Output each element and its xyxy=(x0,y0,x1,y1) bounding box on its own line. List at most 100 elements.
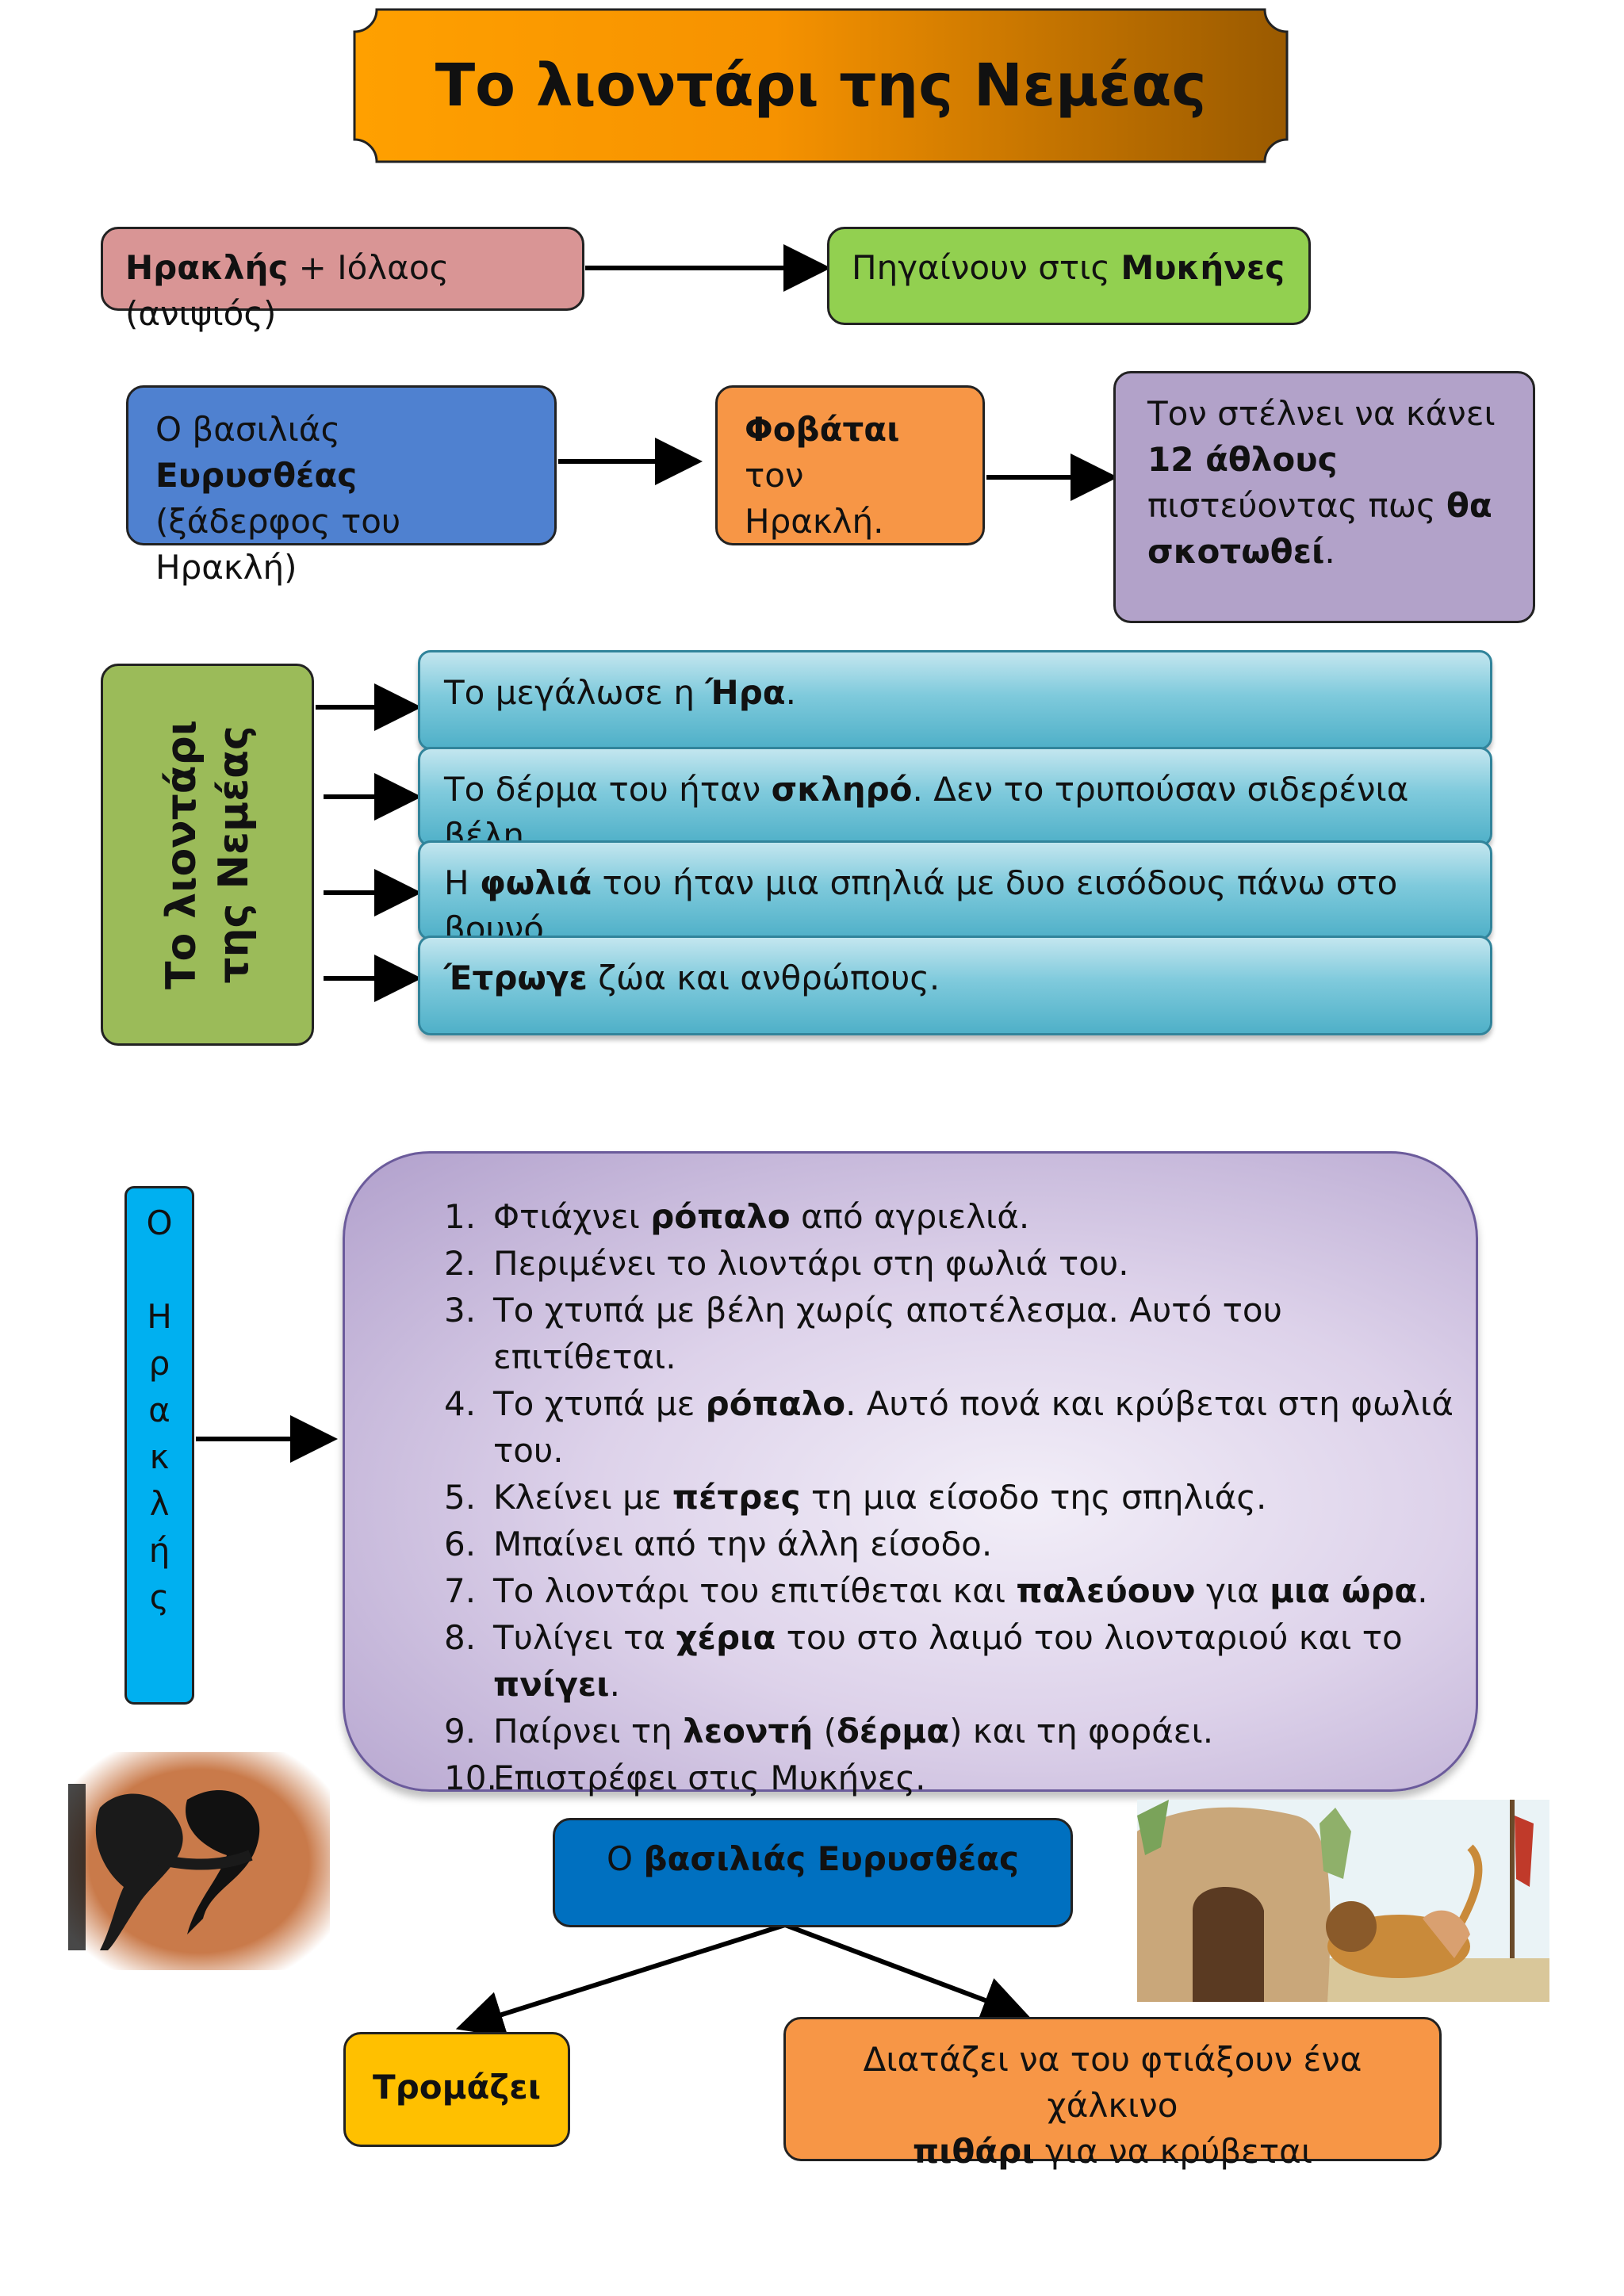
list-item: 9. Παίρνει τη λεοντή (δέρμα) και τη φοράε… xyxy=(444,1708,1459,1755)
heracles-letter: ς xyxy=(149,1578,170,1617)
jar-rest: για να κρύβεται xyxy=(1034,2132,1313,2171)
step-number: 5. xyxy=(444,1478,477,1517)
jar-box: Διατάζει να του φτιάξουν ένα χάλκινο πιθ… xyxy=(783,2017,1442,2171)
labours-count: 12 άθλους xyxy=(1147,440,1338,479)
eurystheus-box: Ο βασιλιάς Ευρυσθέας (ξάδερφος του Ηρακλ… xyxy=(126,385,557,587)
labours-bold-killed: σκοτωθεί xyxy=(1147,532,1325,571)
step-text: του στο λαιμό του λιονταριού και το xyxy=(776,1618,1403,1657)
king-prefix: Ο βασιλιάς xyxy=(155,410,341,449)
mycenae-box: Πηγαίνουν στις Μυκήνες xyxy=(827,227,1311,325)
step-bold: ρόπαλο xyxy=(705,1384,846,1423)
step-bold: δέρμα xyxy=(837,1712,950,1751)
lion-fact-2: Το δέρμα του ήταν σκληρό. Δεν το τρυπούσ… xyxy=(418,747,1492,855)
step-text: . xyxy=(1417,1571,1428,1610)
step-number: 3. xyxy=(444,1291,477,1330)
heracles-letter: α xyxy=(148,1391,170,1429)
title-banner: Το λιοντάρι της Νεμέας xyxy=(353,8,1289,163)
lion-fact-1: Το μεγάλωσε η Ήρα. xyxy=(418,650,1492,750)
heracles-letter: λ xyxy=(149,1484,170,1523)
step-text: Το λιοντάρι του επιτίθεται και xyxy=(493,1571,1017,1610)
step-bold: ρόπαλο xyxy=(650,1197,791,1236)
list-item: 4. Το χτυπά με ρόπαλο. Αυτό πονά και κρύβ… xyxy=(444,1380,1459,1474)
lion-fact-4-bold: Έτρωγε xyxy=(444,959,588,997)
steps-box xyxy=(343,1151,1478,1792)
step-text: τη μια είσοδο της σπηλιάς. xyxy=(800,1478,1267,1517)
mycenae-text: Πηγαίνουν στις xyxy=(852,248,1121,287)
step-text: ( xyxy=(813,1712,837,1751)
heracles-companion: + Ιόλαος (ανιψιός) xyxy=(125,248,450,333)
labours-bold-tha: θα xyxy=(1446,486,1492,525)
step-bold: πνίγει xyxy=(493,1665,610,1704)
lion-fact-1-end: . xyxy=(785,673,796,712)
lion-label-line2: της Νεμέας xyxy=(209,725,258,984)
fear-rest1: τον xyxy=(745,456,804,495)
heracles-vertical-box: Ο Η ρ α κ λ ή ς xyxy=(124,1186,194,1705)
heracles-vertical-letters: Ο Η ρ α κ λ ή ς xyxy=(127,1200,192,1621)
heracles-letter: ή xyxy=(148,1531,170,1570)
step-number: 9. xyxy=(444,1712,477,1751)
lion-label: Το λιοντάρι της Νεμέας xyxy=(155,720,260,989)
step-bold: χέρια xyxy=(676,1618,776,1657)
lion-fact-3-bold: φωλιά xyxy=(479,863,592,902)
step-text: ) και τη φοράει. xyxy=(949,1712,1214,1751)
step-bold: παλεύουν xyxy=(1016,1571,1196,1610)
lion-fact-1-bold: Ήρα xyxy=(705,673,786,712)
lion-fact-3: Η φωλιά του ήταν μια σπηλιά με δυο εισόδ… xyxy=(418,840,1492,948)
bottom-king-box: Ο βασιλιάς Ευρυσθέας xyxy=(553,1818,1073,1927)
lion-fact-2-bold: σκληρό xyxy=(771,770,913,809)
step-bold: λεοντή xyxy=(683,1712,814,1751)
step-text: Το χτυπά με βέλη χωρίς αποτέλεσμα. Αυτό … xyxy=(493,1291,1282,1376)
list-item: 10.Επιστρέφει στις Μυκήνες. xyxy=(444,1755,1459,1801)
list-item: 7.Το λιοντάρι του επιτίθεται και παλεύου… xyxy=(444,1567,1459,1614)
arrow-king-to-jar xyxy=(783,1923,1030,2023)
bottom-king-name: βασιλιάς Ευρυσθέας xyxy=(643,1839,1019,1878)
lion-label-box: Το λιοντάρι της Νεμέας xyxy=(101,664,314,1046)
step-number: 2. xyxy=(444,1244,477,1283)
king-name: Ευρυσθέας xyxy=(155,456,358,495)
step-text: Φτιάχνει xyxy=(493,1197,651,1236)
lion-fact-2-text: Το δέρμα του ήταν xyxy=(444,770,772,809)
lion-fact-4-end: ζώα και ανθρώπους. xyxy=(587,959,940,997)
list-item: 8.Τυλίγει τα χέρια του στο λαιμό του λιο… xyxy=(444,1614,1459,1708)
heracles-letter: Ο xyxy=(146,1203,173,1242)
title-banner-shape xyxy=(353,8,1289,163)
jar-line1: Διατάζει να του φτιάξουν ένα χάλκινο xyxy=(863,2040,1362,2125)
king-relation: (ξάδερφος του Ηρακλή) xyxy=(155,502,401,587)
mycenae-bold: Μυκήνες xyxy=(1120,248,1285,287)
step-number: 6. xyxy=(444,1525,477,1563)
step-text: . Αυτό πονά και κρύβεται στη φωλιά xyxy=(845,1384,1454,1423)
step-bold: μια ώρα xyxy=(1270,1571,1418,1610)
afraid-box: Τρομάζει xyxy=(343,2032,570,2147)
step-text: Το χτυπά με xyxy=(493,1384,706,1423)
step-number: 10. xyxy=(444,1758,497,1797)
step-text: για xyxy=(1195,1571,1270,1610)
heracles-box: Ηρακλής + Ιόλαος (ανιψιός) xyxy=(101,227,584,333)
labours-line1: Τον στέλνει να κάνει xyxy=(1147,394,1496,433)
step-number: 1. xyxy=(444,1197,477,1236)
step-bold: πέτρες xyxy=(672,1478,801,1517)
step-text: Μπαίνει από την άλλη είσοδο. xyxy=(493,1525,993,1563)
list-item: 2.Περιμένει το λιοντάρι στη φωλιά του. xyxy=(444,1240,1459,1287)
step-text: από αγριελιά. xyxy=(790,1197,1030,1236)
step-text: του. xyxy=(493,1431,564,1470)
steps-list: 1. Φτιάχνει ρόπαλο από αγριελιά. 2.Περιμέ… xyxy=(444,1193,1459,1801)
arrow-king-to-afraid xyxy=(455,1923,786,2038)
labours-line3: πιστεύοντας πως xyxy=(1147,486,1446,525)
fear-rest2: Ηρακλή. xyxy=(745,502,884,541)
list-item: 5. Κλείνει με πέτρες τη μια είσοδο της σπ… xyxy=(444,1474,1459,1521)
cave-illustration xyxy=(1137,1800,1549,2002)
afraid-text: Τρομάζει xyxy=(373,2068,541,2107)
lion-fact-1-text: Το μεγάλωσε η xyxy=(444,673,706,712)
vase-illustration xyxy=(68,1752,330,1970)
page-title: Το λιοντάρι της Νεμέας xyxy=(435,52,1207,120)
heracles-letter xyxy=(127,1246,192,1293)
step-text: Κλείνει με xyxy=(493,1478,672,1517)
lion-label-line1: Το λιοντάρι xyxy=(157,719,205,990)
step-number: 4. xyxy=(444,1384,477,1423)
step-number: 8. xyxy=(444,1618,477,1657)
step-text: Παίρνει τη xyxy=(493,1712,684,1751)
lion-fact-3-end: του ήταν μια σπηλιά με δυο εισόδους πάνω… xyxy=(444,863,1398,948)
list-item: 6. Μπαίνει από την άλλη είσοδο. xyxy=(444,1521,1459,1567)
lion-fact-4: Έτρωγε ζώα και ανθρώπους. xyxy=(418,936,1492,1035)
